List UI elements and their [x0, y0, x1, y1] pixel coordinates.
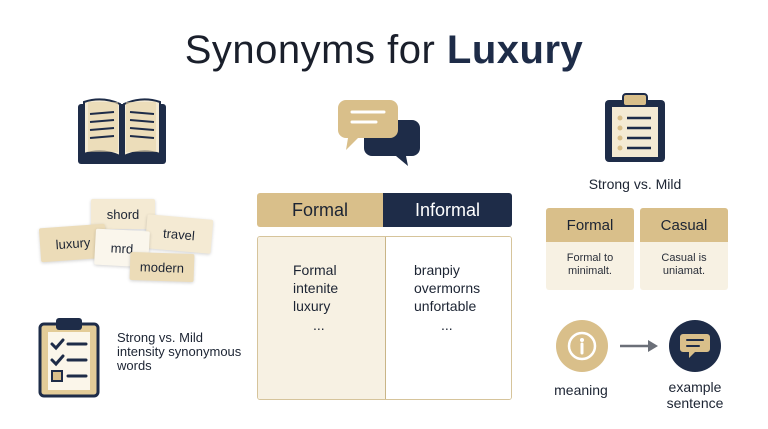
informal-word: overmorns [414, 280, 481, 296]
example-sentence-label: example sentence [655, 379, 735, 411]
table-header-informal: Informal [383, 193, 512, 227]
formal-word: luxury [293, 298, 331, 314]
casual-card-title: Casual [640, 208, 728, 242]
formal-words: Formal intenite luxury [293, 261, 338, 315]
formal-ellipsis: ... [313, 317, 325, 333]
title-prefix: Synonyms for [184, 28, 436, 72]
formal-word: intenite [293, 280, 339, 296]
word-card-label: travel [162, 225, 196, 243]
synonym-table: Formal intenite luxury ... branpiy overm… [257, 236, 512, 400]
word-card: shord [91, 199, 155, 229]
casual-card-text: Casual is [661, 252, 707, 264]
informal-ellipsis: ... [441, 317, 453, 333]
open-book-icon [78, 98, 166, 164]
word-card-label: modern [139, 258, 185, 276]
word-card: modern [129, 251, 195, 283]
formal-card-text: Formal to [566, 252, 614, 264]
casual-card-text: uniamat. [662, 265, 706, 277]
informal-column: branpiy overmorns unfortable ... [386, 237, 511, 399]
casual-card: Casual Casual is uniamat. [640, 208, 728, 290]
example-label-line: sentence [666, 395, 724, 411]
informal-word: branpiy [414, 262, 460, 278]
formal-card-title: Formal [546, 208, 634, 242]
strong-mild-caption: Strong vs. Mild intensity synonymous wor… [117, 330, 242, 373]
word-card: travel [144, 214, 214, 254]
formal-card: Formal Formal to minimalt. [546, 208, 634, 290]
informal-words: branpiy overmorns unfortable [414, 261, 480, 315]
checklist-clipboard-icon [38, 318, 100, 398]
formal-card-text: minimalt. [567, 265, 612, 277]
info-icon [556, 320, 608, 372]
meaning-label: meaning [554, 382, 608, 398]
example-speech-icon [669, 320, 721, 372]
arrow-right-icon [620, 340, 658, 352]
clipboard-list-icon [605, 93, 665, 162]
strong-mild-heading: Strong vs. Mild [588, 176, 682, 192]
word-card-label: shord [106, 206, 140, 222]
title-accent: Luxury [446, 28, 584, 72]
chat-bubbles-icon [338, 100, 420, 166]
table-header-formal: Formal [257, 193, 383, 227]
formal-column: Formal intenite luxury ... [258, 237, 386, 399]
informal-word: unfortable [414, 298, 477, 314]
word-card-label: luxury [55, 234, 91, 252]
example-label-line: example [668, 379, 722, 395]
formal-word: Formal [293, 262, 337, 278]
page-title: Synonyms for Luxury [0, 28, 768, 73]
